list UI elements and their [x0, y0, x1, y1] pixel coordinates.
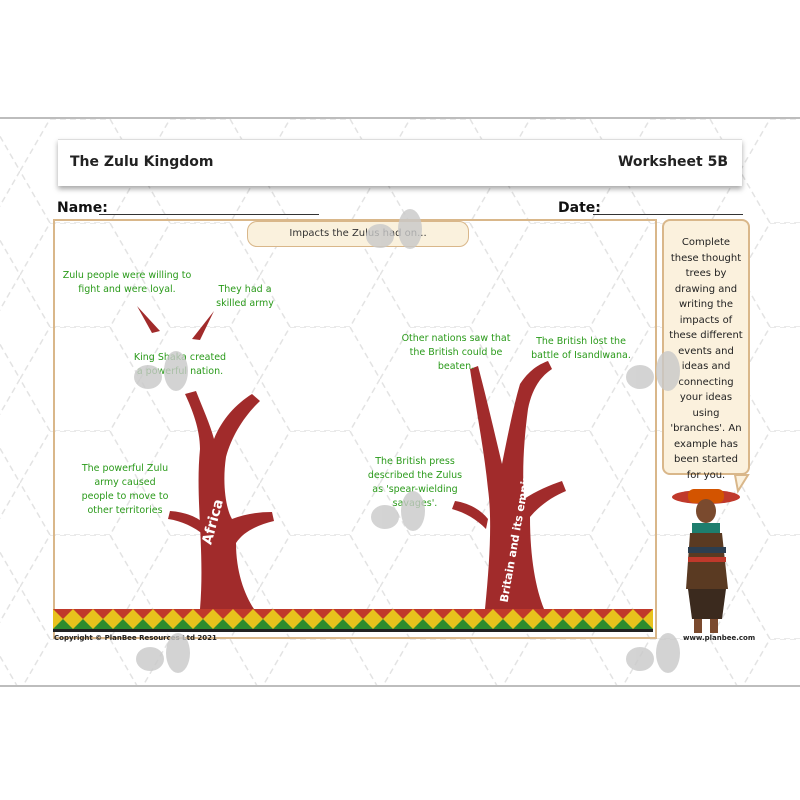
- zigzag-border: [53, 609, 653, 632]
- title-bar: The Zulu Kingdom Worksheet 5B: [58, 139, 742, 186]
- trees-illustration: [53, 306, 750, 633]
- bee-icon: [626, 633, 680, 673]
- name-label: Name:: [57, 200, 108, 216]
- bee-icon: [134, 351, 188, 391]
- note-british-lost: The British lost the battle of Isandlwan…: [531, 336, 631, 361]
- bee-icon: [366, 209, 422, 249]
- bee-watermarks: [134, 209, 680, 673]
- note-powerful-army: The powerful Zulu army caused people to …: [81, 463, 169, 516]
- note-skilled-army: They had a skilled army: [216, 284, 274, 309]
- worksheet-number: Worksheet 5B: [617, 154, 728, 170]
- date-field[interactable]: [593, 214, 743, 215]
- branch-right: [192, 311, 214, 340]
- africa-tree: [185, 391, 274, 609]
- bee-icon: [626, 351, 680, 391]
- bee-icon: [371, 491, 425, 531]
- page-title: The Zulu Kingdom: [70, 154, 214, 170]
- britain-tree: [470, 361, 566, 609]
- britain-tree-left-branch: [452, 501, 488, 529]
- bee-icon: [136, 633, 190, 673]
- note-zulu-loyal: Zulu people were willing to fight and we…: [62, 270, 192, 295]
- speech-bubble-tail: [733, 474, 750, 494]
- note-other-nations: Other nations saw that the British could…: [401, 333, 511, 372]
- worksheet-page: The Zulu Kingdom Worksheet 5B Name: Date…: [0, 117, 800, 687]
- zulu-woman-illustration: [672, 489, 740, 633]
- africa-tree-left-branch: [168, 511, 206, 535]
- copyright-text: Copyright © PlanBee Resources Ltd 2021: [54, 634, 217, 642]
- name-field[interactable]: [99, 214, 319, 215]
- branch-left: [137, 306, 160, 333]
- drawing-area: [53, 219, 657, 639]
- date-label: Date:: [558, 200, 601, 216]
- website-url[interactable]: www.planbee.com: [683, 634, 756, 642]
- impacts-label: Impacts the Zulus had on...: [247, 221, 469, 247]
- instructions-bubble: Complete these thought trees by drawing …: [662, 219, 750, 481]
